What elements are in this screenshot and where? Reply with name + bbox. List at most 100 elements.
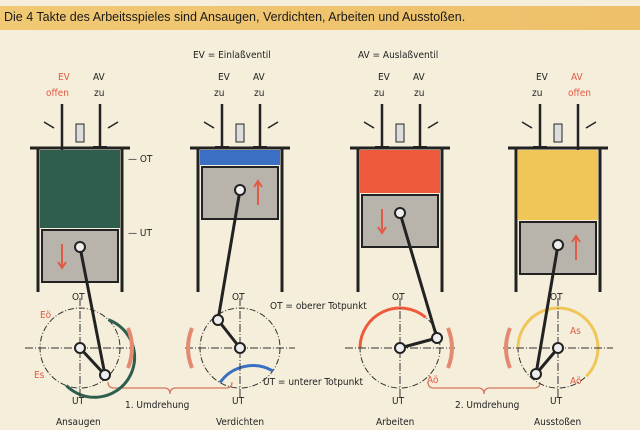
legend-ut: UT = unterer Totpunkt: [263, 377, 364, 388]
joint: [99, 369, 111, 381]
joint: [74, 241, 86, 253]
cylinder-wall: [508, 146, 608, 292]
valve-port: [203, 121, 215, 129]
av-label: AV: [93, 72, 106, 83]
joint: [234, 342, 246, 354]
spark-plug: [395, 123, 405, 143]
ot-mark: OT: [232, 292, 245, 303]
joint: [431, 332, 443, 344]
timing-label: Eö: [40, 310, 52, 321]
legend-av: AV = Auslaßventil: [358, 50, 438, 61]
cylinder-wall: [30, 146, 130, 292]
joint: [212, 314, 224, 326]
piston: [41, 229, 119, 283]
second-rotation-brace: [427, 381, 541, 395]
ut-mark: UT: [550, 396, 563, 407]
ut-mark: UT: [392, 396, 405, 407]
av-state: zu: [254, 88, 264, 99]
joint: [530, 368, 542, 380]
valve-port: [363, 121, 375, 129]
stroke-name: Ansaugen: [56, 417, 101, 428]
joint: [394, 342, 406, 354]
spark-plug: [235, 123, 245, 143]
crank-angle-arc: [516, 306, 600, 378]
legend-ev: EV = Einlaßventil: [193, 50, 271, 61]
combustion-chamber: [360, 150, 440, 193]
spark-plug: [75, 123, 85, 143]
valve-port: [585, 121, 597, 129]
crank-arm: [78, 346, 107, 377]
connecting-rod: [78, 246, 107, 376]
combustion-chamber: [200, 150, 280, 165]
piston-direction-arrow: [253, 179, 263, 205]
piston-direction-arrow: [377, 209, 387, 235]
spark-plug: [553, 123, 563, 143]
stroke-name: Verdichten: [216, 417, 264, 428]
stroke-name: Ausstoßen: [534, 417, 581, 428]
ot-mark: OT: [392, 292, 405, 303]
rotation-arrow: [504, 327, 512, 369]
ev-label: EV: [536, 72, 549, 83]
joint: [552, 342, 564, 354]
valve-port: [43, 121, 55, 129]
valve-port: [107, 121, 119, 129]
first-rotation-brace: [107, 381, 233, 395]
crank-arm: [399, 336, 438, 350]
joint: [234, 184, 246, 196]
ot-mark: OT: [72, 292, 85, 303]
rotation-arrow: [186, 327, 194, 369]
rotation-arrow: [126, 327, 134, 369]
connecting-rod: [534, 244, 560, 375]
ev-label: EV: [378, 72, 391, 83]
combustion-chamber: [40, 150, 120, 228]
ut-mark: UT: [72, 396, 85, 407]
piston: [361, 194, 439, 248]
joint: [552, 239, 564, 251]
ev-state: zu: [214, 88, 224, 99]
timing-label: Es: [34, 370, 45, 381]
av-state: zu: [414, 88, 424, 99]
ev-label: EV: [218, 72, 231, 83]
ot-mark: OT: [550, 292, 563, 303]
timing-label: Aö: [570, 376, 582, 387]
joint: [394, 207, 406, 219]
stroke-name: Arbeiten: [376, 417, 414, 428]
first-rotation-label: 1. Umdrehung: [125, 400, 189, 411]
av-state: offen: [568, 88, 591, 99]
rotation-arrow: [446, 327, 454, 369]
ot-side-mark: — OT: [128, 154, 153, 165]
connecting-rod: [398, 212, 439, 339]
piston-direction-arrow: [571, 234, 581, 260]
joint: [74, 342, 86, 354]
second-rotation-label: 2. Umdrehung: [455, 400, 519, 411]
cylinder-wall: [190, 146, 290, 292]
valve-port: [267, 121, 279, 129]
piston-direction-arrow: [57, 244, 67, 270]
legend-ot: OT = oberer Totpunkt: [270, 301, 367, 312]
ev-state: zu: [532, 88, 542, 99]
av-label: AV: [253, 72, 266, 83]
av-state: zu: [94, 88, 104, 99]
ev-label: EV: [58, 72, 71, 83]
av-label: AV: [413, 72, 426, 83]
crank-angle-arc: [218, 364, 274, 384]
combustion-chamber: [518, 150, 598, 220]
ut-side-mark: — UT: [128, 228, 152, 239]
ut-mark: UT: [232, 396, 245, 407]
valve-port: [521, 121, 533, 129]
timing-label: Aö: [427, 375, 439, 386]
av-label: AV: [571, 72, 584, 83]
connecting-rod: [216, 189, 242, 321]
ev-state: zu: [374, 88, 384, 99]
title-bar: Die 4 Takte des Arbeitsspieles sind Ansa…: [0, 6, 640, 30]
crank-angle-arc: [358, 306, 427, 349]
crank-angle-arc: [65, 318, 137, 399]
timing-label: As: [570, 326, 581, 337]
ev-state: offen: [46, 88, 69, 99]
cylinder-wall: [350, 146, 450, 292]
